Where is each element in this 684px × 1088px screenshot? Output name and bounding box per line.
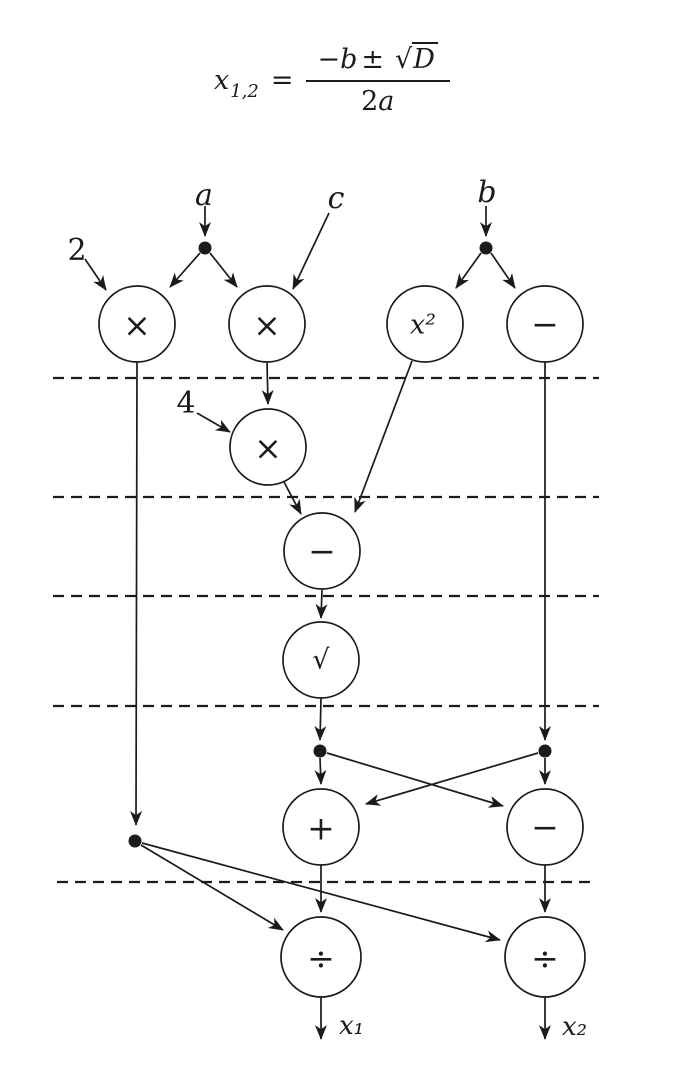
- edge-mul-4ac-to-sub-disc: [283, 481, 302, 515]
- node-divide-left-label: ÷: [307, 939, 335, 978]
- node-add-label: +: [307, 809, 335, 848]
- node-square-label: x²: [410, 310, 436, 341]
- formula-radical: √D: [395, 41, 438, 75]
- edge-b-fanout-to-square: [455, 252, 482, 289]
- output-label-x2: x₂: [562, 1012, 587, 1042]
- input-label-a: a: [195, 178, 213, 213]
- node-labels: × × x² − × − √ + − ÷ ÷: [123, 305, 559, 978]
- fanout-dot-negb: [538, 744, 552, 758]
- formula-denominator: 2a: [305, 79, 450, 117]
- node-negate-circle: [506, 285, 584, 363]
- node-divide-right-circle: [504, 916, 586, 998]
- fanout-dot-b: [479, 241, 493, 255]
- input-labels: 2 a c b 4: [67, 175, 496, 421]
- edges: [84, 206, 551, 1040]
- node-multiply-2a-label: ×: [123, 306, 151, 345]
- node-multiply-4ac-label: ×: [254, 429, 282, 468]
- formula-den-var: a: [378, 85, 395, 117]
- quadratic-formula: x1,2 = −b± √D 2a: [214, 36, 450, 124]
- edge-sqrt-to-fanout: [314, 697, 327, 741]
- edge-negate-fanout-to-add: [365, 752, 539, 806]
- nodes: [98, 285, 586, 998]
- formula-lhs-var: x: [214, 64, 230, 96]
- edge-sub-disc-to-sqrt: [315, 589, 328, 619]
- edge-2a-fanout-to-div-left: [140, 844, 284, 931]
- node-subtract-disc-circle: [283, 512, 361, 590]
- edge-2a-fanout-to-div-right: [141, 842, 501, 943]
- stage-dividers: [53, 376, 599, 884]
- formula-lhs: x1,2: [214, 64, 259, 102]
- formula-lhs-subscript: 1,2: [230, 80, 259, 102]
- sqrt-sign: √: [395, 43, 413, 75]
- node-negate-label: −: [531, 305, 559, 344]
- formula-fraction: −b± √D 2a: [305, 41, 450, 117]
- edge-mul-ac-to-mul-4ac: [261, 361, 274, 405]
- formula-den-coeff: 2: [361, 85, 379, 117]
- output-labels: x₁ x₂: [339, 1011, 587, 1042]
- fanout-dot-2a: [128, 834, 142, 848]
- edge-mul-2a-to-fanout: [130, 361, 143, 826]
- node-add-circle: [282, 788, 360, 866]
- formula-plus-minus: ±: [361, 43, 385, 75]
- input-label-4: 4: [176, 386, 195, 421]
- node-multiply-2a-circle: [98, 285, 176, 363]
- node-multiply-ac-label: ×: [253, 306, 281, 345]
- formula-b: b: [340, 43, 358, 75]
- edge-sqrt-fanout-to-sub: [326, 752, 504, 808]
- node-divide-right-label: ÷: [531, 939, 559, 978]
- fanout-dots: [128, 241, 552, 848]
- edge-square-to-sub-disc: [354, 360, 413, 513]
- input-label-b: b: [477, 175, 496, 210]
- edge-b-fanout-to-negate: [490, 252, 516, 289]
- fanout-dot-a: [198, 241, 212, 255]
- edge-sqrt-fanout-to-add: [314, 757, 327, 785]
- node-divide-left-circle: [280, 916, 362, 998]
- node-sqrt-label: √: [312, 645, 330, 676]
- formula-minus: −: [317, 43, 341, 75]
- formula-numerator: −b± √D: [306, 41, 450, 80]
- output-label-x1: x₁: [339, 1011, 364, 1041]
- input-label-c: c: [328, 181, 345, 216]
- node-multiply-4ac-circle: [229, 408, 307, 486]
- node-sqrt-circle: [282, 621, 360, 699]
- fanout-dot-sqrt: [313, 744, 327, 758]
- node-subtract-disc-label: −: [308, 532, 336, 571]
- node-multiply-ac-circle: [228, 285, 306, 363]
- edge-4-to-mul-4ac: [196, 412, 231, 433]
- edge-2-to-mul-2a: [84, 258, 107, 291]
- input-label-2: 2: [67, 233, 86, 268]
- edge-a-fanout-to-mul-2a: [169, 252, 201, 288]
- formula-equals: =: [270, 64, 294, 96]
- edge-a-fanout-to-mul-ac: [209, 252, 238, 288]
- node-subtract-label: −: [531, 808, 559, 847]
- node-subtract-circle: [506, 788, 584, 866]
- node-square-circle: [386, 285, 464, 363]
- formula-radicand: D: [412, 41, 438, 75]
- edge-c-to-mul-ac: [292, 212, 330, 290]
